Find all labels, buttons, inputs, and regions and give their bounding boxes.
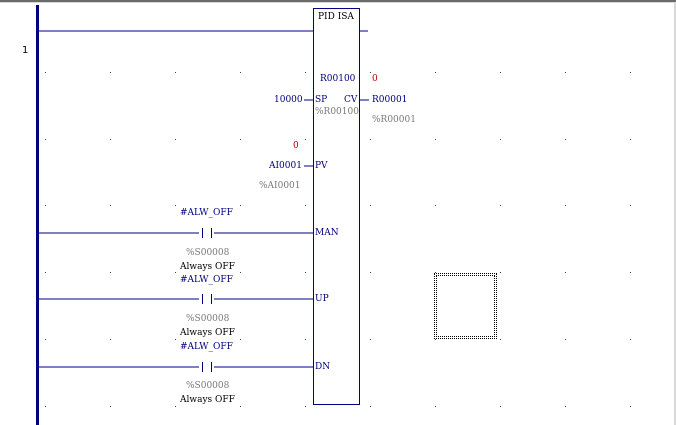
dn-contact-description: Always OFF xyxy=(180,395,235,405)
grid-dot xyxy=(305,72,306,73)
grid-dots xyxy=(45,72,631,407)
grid-dot xyxy=(175,139,176,140)
grid-dot xyxy=(435,339,436,340)
grid-dot xyxy=(565,205,566,206)
grid-dot xyxy=(240,139,241,140)
man-pin-label: MAN xyxy=(315,228,339,238)
grid-dot xyxy=(435,205,436,206)
up-pin-label: UP xyxy=(315,294,329,304)
block-title: PID ISA xyxy=(318,12,354,22)
rung-number: 1 xyxy=(22,45,29,56)
grid-dot xyxy=(110,272,111,273)
sp-address: %R00100 xyxy=(315,107,359,117)
grid-dot xyxy=(45,72,46,73)
grid-dot xyxy=(565,339,566,340)
grid-dot xyxy=(240,72,241,73)
left-power-rail xyxy=(36,5,39,425)
dn-contact-address: %S00008 xyxy=(186,381,230,391)
grid-dot xyxy=(370,272,371,273)
grid-dot xyxy=(305,272,306,273)
pv-pin-label: PV xyxy=(315,161,328,171)
grid-dot xyxy=(45,406,46,407)
grid-dot xyxy=(500,72,501,73)
sp-constant[interactable]: 10000 xyxy=(274,95,303,105)
selected-cell[interactable] xyxy=(434,273,497,339)
window-top-border xyxy=(0,0,676,2)
grid-dot xyxy=(435,406,436,407)
dn-contact-nickname[interactable]: #ALW_OFF xyxy=(180,342,233,352)
sp-pin-label: SP xyxy=(315,95,328,105)
grid-dot xyxy=(630,72,631,73)
cv-address: %R00001 xyxy=(372,115,416,125)
man-contact-description: Always OFF xyxy=(180,262,235,272)
window-right-border xyxy=(674,3,676,425)
grid-dot xyxy=(175,272,176,273)
pv-value: 0 xyxy=(293,141,299,151)
grid-dot xyxy=(565,272,566,273)
grid-dot xyxy=(500,205,501,206)
grid-dot xyxy=(630,205,631,206)
man-contact-address: %S00008 xyxy=(186,248,230,258)
grid-dot xyxy=(565,139,566,140)
window-top-highlight xyxy=(0,2,676,3)
grid-dot xyxy=(500,339,501,340)
grid-dot xyxy=(240,406,241,407)
pid-function-block[interactable] xyxy=(313,8,360,405)
grid-dot xyxy=(240,205,241,206)
grid-dot xyxy=(370,406,371,407)
grid-dot xyxy=(175,205,176,206)
grid-dot xyxy=(435,139,436,140)
grid-dot xyxy=(45,339,46,340)
grid-dot xyxy=(305,406,306,407)
pv-reference[interactable]: AI0001 xyxy=(269,161,302,171)
grid-dot xyxy=(240,339,241,340)
pv-address: %AI0001 xyxy=(259,181,301,191)
grid-dot xyxy=(435,272,436,273)
grid-dot xyxy=(45,272,46,273)
grid-dot xyxy=(45,139,46,140)
cv-reference[interactable]: R00001 xyxy=(372,95,408,105)
grid-dot xyxy=(370,72,371,73)
cv-pin-label: CV xyxy=(344,95,358,105)
grid-dot xyxy=(630,339,631,340)
grid-dot xyxy=(175,406,176,407)
grid-dot xyxy=(110,339,111,340)
up-contact-nickname[interactable]: #ALW_OFF xyxy=(180,275,233,285)
grid-dot xyxy=(110,205,111,206)
block-reference[interactable]: R00100 xyxy=(320,74,356,84)
block-reference-value: 0 xyxy=(372,74,378,84)
grid-dot xyxy=(500,406,501,407)
grid-dot xyxy=(175,72,176,73)
grid-dot xyxy=(565,72,566,73)
up-contact-description: Always OFF xyxy=(180,328,235,338)
grid-dot xyxy=(110,139,111,140)
grid-dot xyxy=(175,339,176,340)
grid-dot xyxy=(45,205,46,206)
grid-dot xyxy=(500,139,501,140)
grid-dot xyxy=(370,339,371,340)
grid-dot xyxy=(110,72,111,73)
grid-dot xyxy=(630,406,631,407)
grid-dot xyxy=(500,272,501,273)
grid-dot xyxy=(435,72,436,73)
dn-pin-label: DN xyxy=(315,362,331,372)
man-contact-nickname[interactable]: #ALW_OFF xyxy=(180,208,233,218)
up-contact-address: %S00008 xyxy=(186,314,230,324)
grid-dot xyxy=(565,406,566,407)
grid-dot xyxy=(305,139,306,140)
grid-dot xyxy=(305,205,306,206)
grid-dot xyxy=(630,272,631,273)
grid-dot xyxy=(370,205,371,206)
grid-dot xyxy=(370,139,371,140)
grid-dot xyxy=(240,272,241,273)
grid-dot xyxy=(110,406,111,407)
grid-dot xyxy=(630,139,631,140)
grid-dot xyxy=(305,339,306,340)
